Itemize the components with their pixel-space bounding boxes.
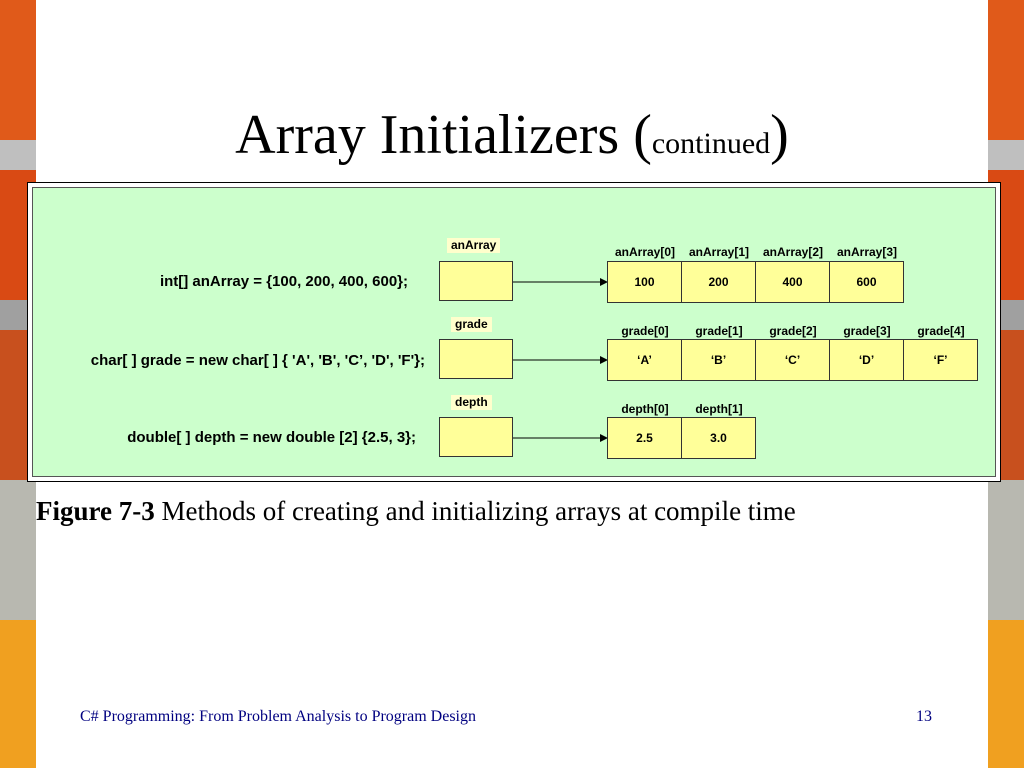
index-label: grade[3] — [843, 324, 891, 338]
array-cell: ‘C’ — [755, 339, 830, 381]
array-cells-grade: ‘A’ ‘B’ ‘C’ ‘D’ ‘F’ — [607, 339, 978, 381]
array-cell: 3.0 — [681, 417, 756, 459]
page-number: 13 — [916, 708, 932, 725]
index-label: depth[1] — [695, 402, 743, 416]
title-main: Array Initializers ( — [235, 104, 652, 166]
caption-text: Methods of creating and initializing arr… — [154, 496, 796, 526]
index-label: anArray[2] — [762, 245, 824, 259]
caption-label: Figure 7-3 — [36, 496, 155, 526]
code-line-grade: char[ ] grade = new char[ ] { 'A', 'B', … — [90, 352, 425, 369]
reference-box-depth — [439, 417, 513, 457]
code-line-depth: double[ ] depth = new double [2] {2.5, 3… — [127, 429, 416, 446]
index-label: anArray[1] — [688, 245, 750, 259]
array-cells-depth: 2.5 3.0 — [607, 417, 756, 459]
title-close: ) — [770, 104, 789, 166]
array-cell: 100 — [607, 261, 682, 303]
index-labels-anArray: anArray[0] anArray[1] anArray[2] anArray… — [608, 245, 904, 261]
array-cell: 400 — [755, 261, 830, 303]
variable-label-grade: grade — [451, 317, 492, 332]
index-label: grade[2] — [769, 324, 817, 338]
array-cell: 2.5 — [607, 417, 682, 459]
array-cell: ‘D’ — [829, 339, 904, 381]
figure-caption: Figure 7-3 Methods of creating and initi… — [36, 496, 996, 527]
index-label: grade[0] — [621, 324, 669, 338]
variable-label-depth: depth — [451, 395, 492, 410]
index-label: depth[0] — [621, 402, 669, 416]
array-cell: ‘F’ — [903, 339, 978, 381]
index-label: grade[4] — [917, 324, 965, 338]
title-continued: continued — [651, 127, 771, 160]
index-label: grade[1] — [695, 324, 743, 338]
code-line-anArray: int[] anArray = {100, 200, 400, 600}; — [159, 273, 408, 290]
index-label: anArray[3] — [836, 245, 898, 259]
array-cell: ‘B’ — [681, 339, 756, 381]
index-labels-grade: grade[0] grade[1] grade[2] grade[3] grad… — [608, 324, 978, 340]
array-cell: 600 — [829, 261, 904, 303]
index-labels-depth: depth[0] depth[1] — [608, 402, 756, 418]
reference-box-grade — [439, 339, 513, 379]
reference-box-anArray — [439, 261, 513, 301]
slide-title: Array Initializers (continued) — [0, 100, 1024, 179]
variable-label-anArray: anArray — [447, 238, 501, 253]
index-label: anArray[0] — [614, 245, 676, 259]
figure-panel: int[] anArray = {100, 200, 400, 600}; an… — [27, 182, 1001, 482]
array-cells-anArray: 100 200 400 600 — [607, 261, 904, 303]
array-cell: ‘A’ — [607, 339, 682, 381]
figure-diagram: int[] anArray = {100, 200, 400, 600}; an… — [32, 187, 996, 477]
footer-book-title: C# Programming: From Problem Analysis to… — [80, 708, 476, 725]
array-cell: 200 — [681, 261, 756, 303]
